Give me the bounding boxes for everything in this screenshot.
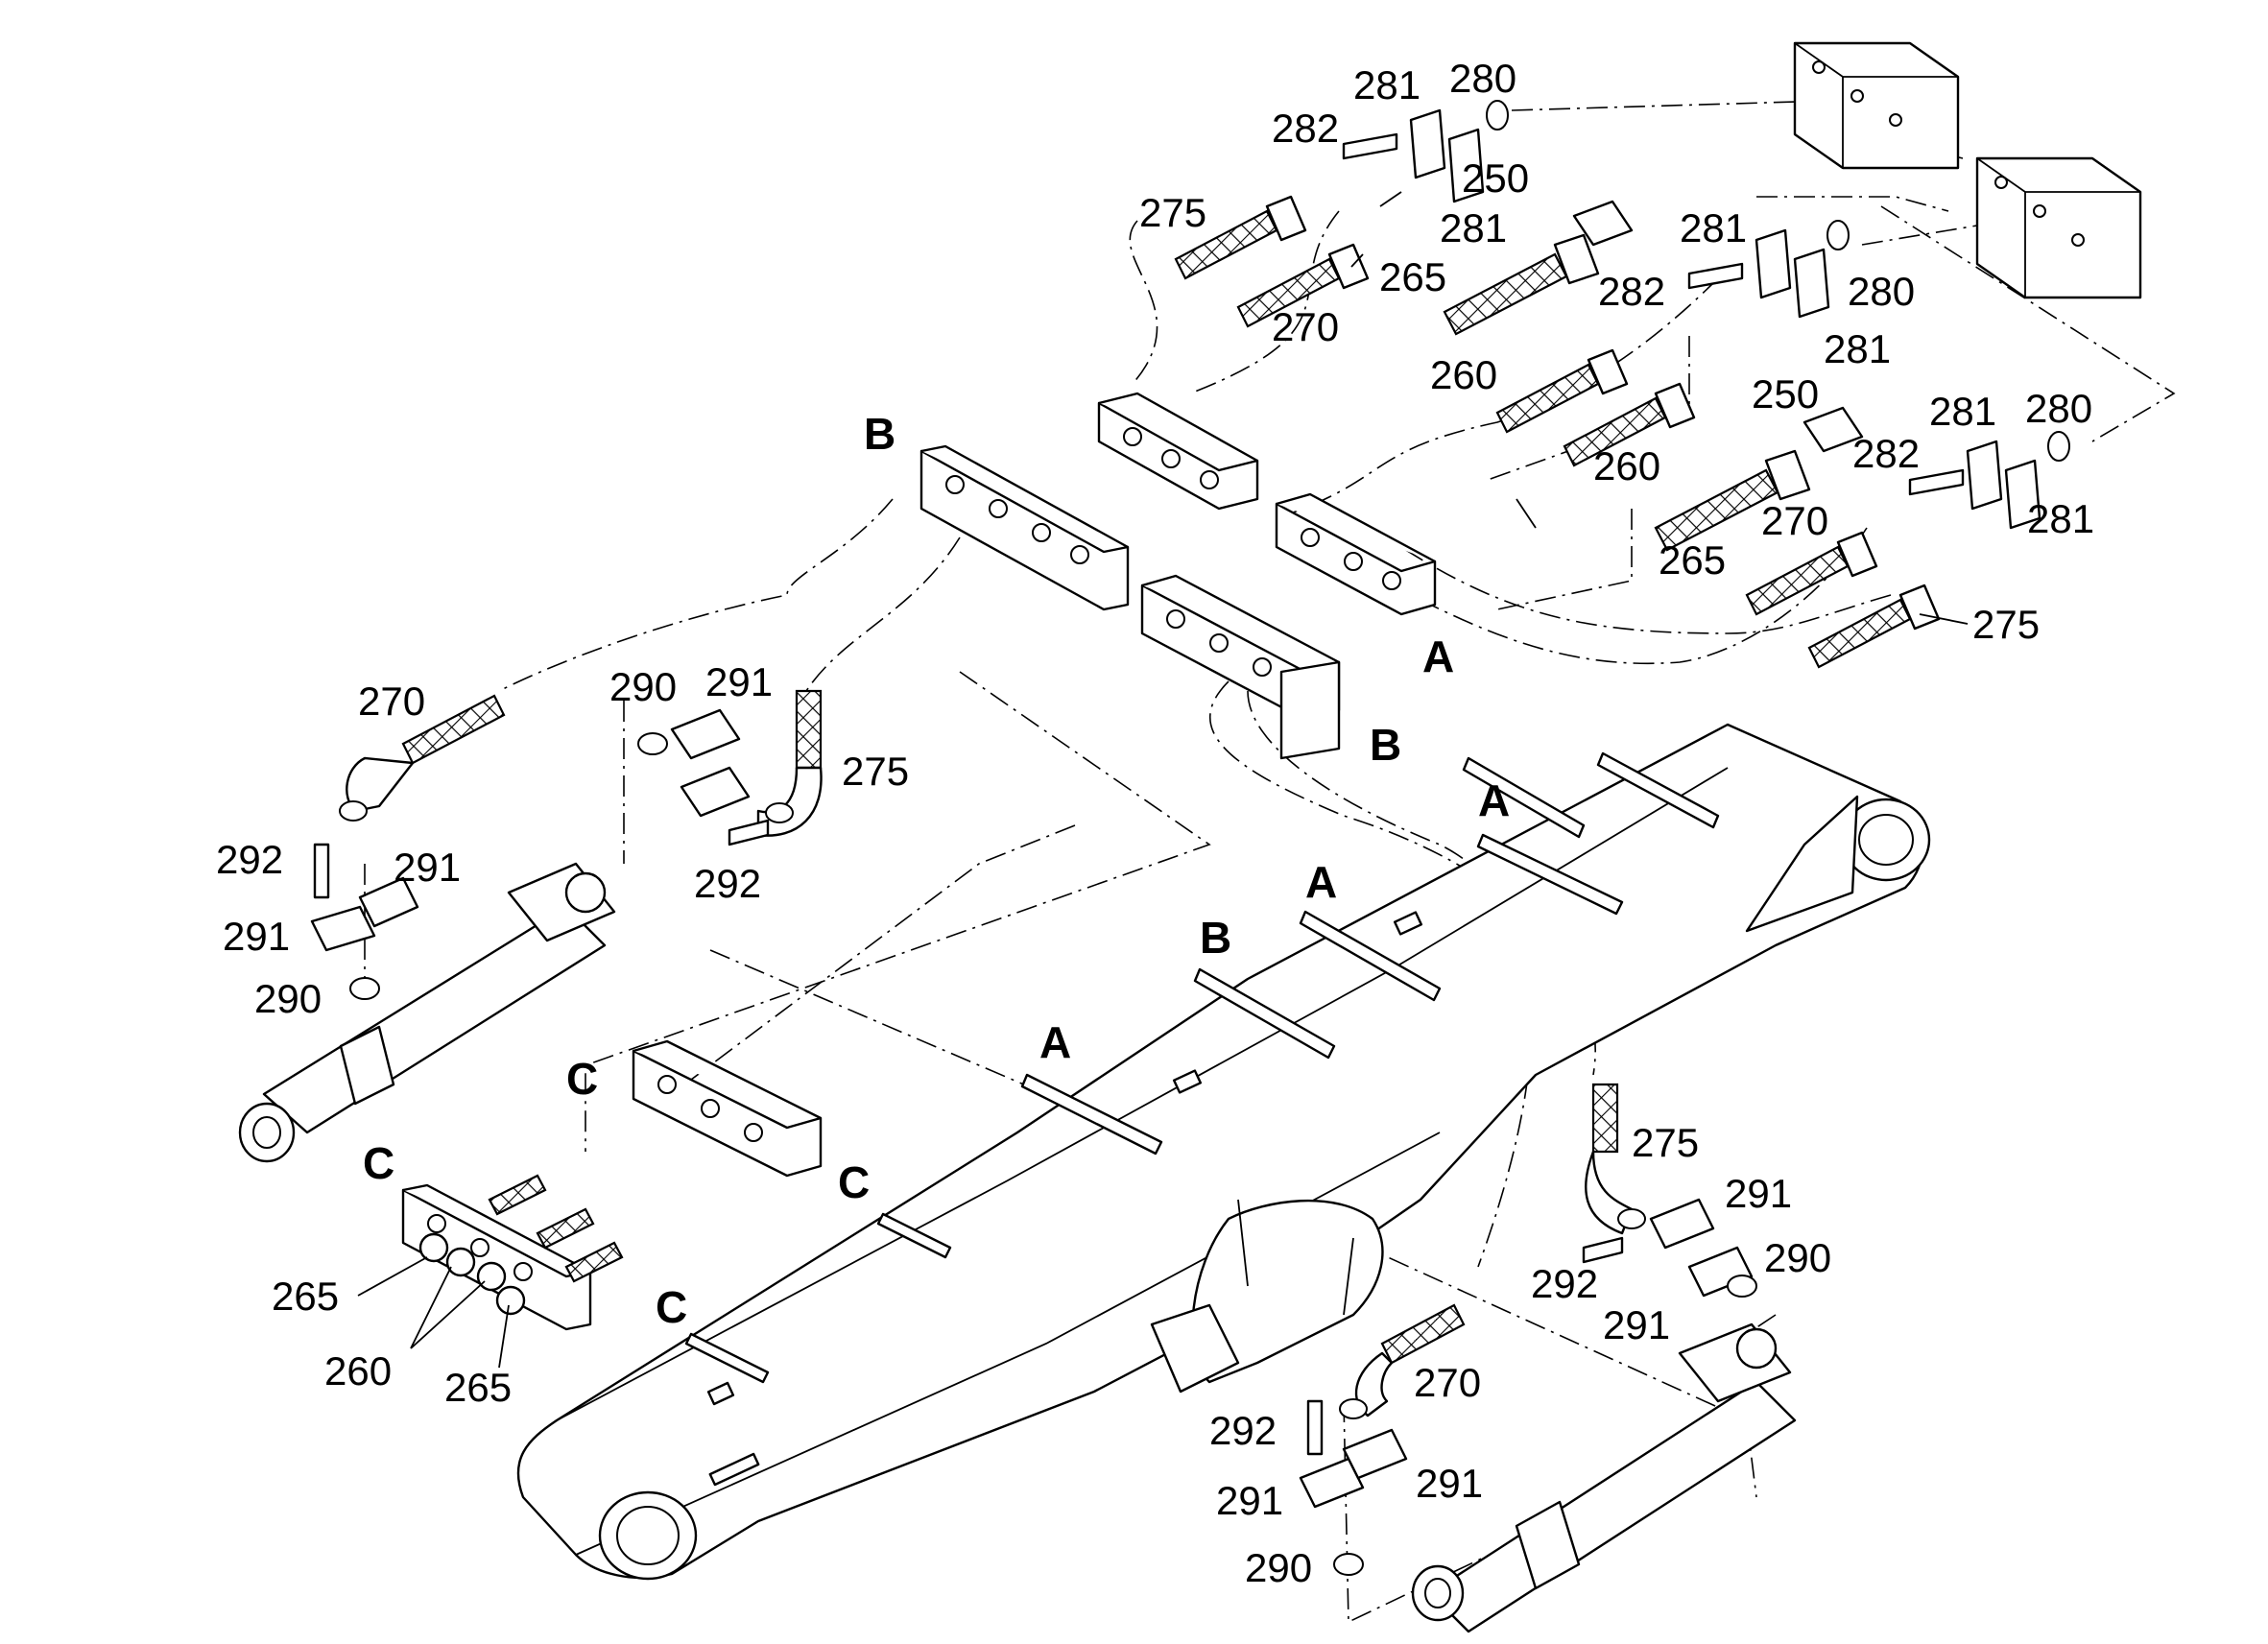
callout-275: 275: [1632, 1120, 1699, 1165]
manifold-blocks: [1793, 41, 2142, 299]
callout-291: 291: [223, 914, 290, 959]
callout-282: 282: [1852, 431, 1920, 476]
section-letter-c: C: [566, 1054, 598, 1104]
callout-270: 270: [1272, 304, 1339, 349]
callout-291: 291: [705, 659, 773, 704]
callout-265: 265: [1379, 254, 1446, 299]
callout-292: 292: [694, 861, 761, 906]
callout-275: 275: [1139, 190, 1206, 235]
callout-280: 280: [2025, 386, 2092, 431]
callout-281: 281: [1353, 62, 1420, 107]
section-letter-a: A: [1478, 775, 1510, 825]
callout-291: 291: [1416, 1461, 1483, 1506]
excavator-boom: [516, 723, 1931, 1581]
callout-291: 291: [1603, 1302, 1670, 1347]
callout-290: 290: [1245, 1545, 1312, 1590]
hoses-and-fittings: [339, 195, 1941, 1419]
section-letter-b: B: [1200, 913, 1231, 963]
callout-280: 280: [1848, 269, 1915, 314]
callout-282: 282: [1272, 106, 1339, 151]
callout-260: 260: [1593, 443, 1660, 488]
callout-265: 265: [444, 1365, 512, 1410]
callout-275: 275: [1972, 602, 2040, 647]
section-letter-b: B: [864, 409, 895, 459]
section-letter-c: C: [656, 1282, 687, 1332]
callout-290: 290: [609, 664, 677, 709]
section-letter-c: C: [363, 1138, 394, 1188]
callout-265: 265: [272, 1274, 339, 1319]
callout-281: 281: [1929, 389, 1996, 434]
callout-281: 281: [1824, 326, 1891, 371]
callout-290: 290: [1764, 1235, 1831, 1280]
callout-270: 270: [1414, 1360, 1481, 1405]
callout-280: 280: [1449, 56, 1516, 101]
callout-291: 291: [1725, 1171, 1792, 1216]
callout-labels: 280 281 282 275 250 281 265 270 281 282 …: [216, 56, 2094, 1590]
section-letter-b: B: [1370, 720, 1401, 770]
callout-265: 265: [1659, 537, 1726, 583]
callout-270: 270: [358, 679, 425, 724]
callout-270: 270: [1761, 498, 1828, 543]
flanges-washers-bolts: [310, 100, 2070, 1576]
section-letter-c: C: [838, 1157, 870, 1207]
hydraulic-cylinders: [238, 862, 1797, 1633]
callout-260: 260: [324, 1348, 392, 1394]
callout-281: 281: [1440, 205, 1507, 250]
callout-292: 292: [1209, 1408, 1277, 1453]
callout-281: 281: [1680, 205, 1747, 250]
callout-282: 282: [1598, 269, 1665, 314]
callout-292: 292: [1531, 1261, 1598, 1306]
callout-250: 250: [1462, 155, 1529, 201]
section-letter-a: A: [1039, 1017, 1071, 1067]
callout-260: 260: [1430, 352, 1497, 397]
clamp-bars: [401, 392, 1437, 1331]
callout-291: 291: [1216, 1478, 1283, 1523]
callout-290: 290: [254, 976, 322, 1021]
leader-lines: [357, 191, 1969, 1369]
section-letter-a: A: [1305, 857, 1337, 907]
callout-250: 250: [1752, 371, 1819, 417]
callout-281: 281: [2027, 496, 2094, 541]
section-letter-a: A: [1422, 631, 1454, 681]
callout-275: 275: [842, 749, 909, 794]
callout-292: 292: [216, 837, 283, 882]
callout-291: 291: [394, 845, 461, 890]
